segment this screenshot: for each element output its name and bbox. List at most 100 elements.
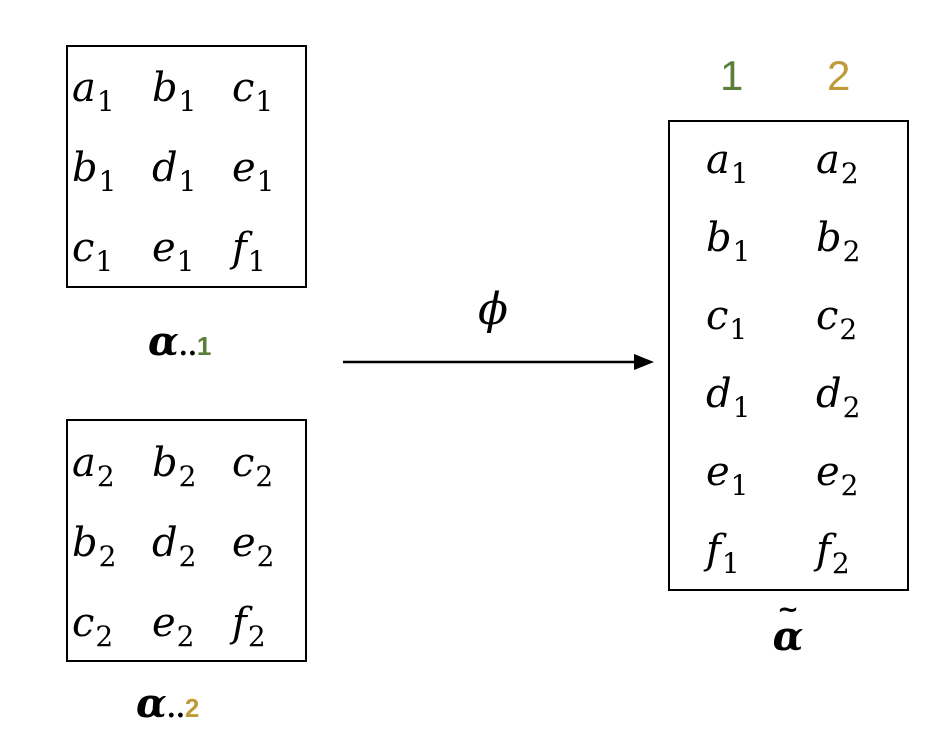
matrix-1-cell: f1 xyxy=(232,225,266,276)
cell-subscript: 2 xyxy=(256,540,275,573)
cell-subscript: 2 xyxy=(96,460,115,493)
matrix-1-cell: b1 xyxy=(152,65,196,116)
matrix-2-box xyxy=(66,419,307,662)
cell-variable: f xyxy=(232,225,247,271)
cell-variable: d xyxy=(152,145,178,191)
label-dots: .. xyxy=(178,332,197,362)
cell-subscript: 1 xyxy=(732,235,751,268)
cell-subscript: 1 xyxy=(247,245,266,278)
cell-subscript: 2 xyxy=(840,469,859,502)
cell-variable: a xyxy=(72,440,96,486)
cell-variable: a xyxy=(72,65,96,111)
cell-variable: b xyxy=(152,65,178,111)
cell-variable: e xyxy=(152,600,176,646)
matrix-2-cell: f2 xyxy=(232,600,266,651)
cell-subscript: 1 xyxy=(178,165,197,198)
cell-subscript: 1 xyxy=(256,165,275,198)
cell-variable: c xyxy=(72,225,95,271)
cell-subscript: 1 xyxy=(96,85,115,118)
result-cell: d1 xyxy=(706,371,750,422)
cell-subscript: 1 xyxy=(176,245,195,278)
cell-variable: e xyxy=(232,520,256,566)
cell-subscript: 2 xyxy=(176,620,195,653)
result-cell: c2 xyxy=(816,296,857,344)
cell-subscript: 2 xyxy=(840,157,859,190)
matrix-2-cell: c2 xyxy=(72,600,113,651)
cell-variable: e xyxy=(816,449,840,495)
cell-variable: d xyxy=(816,371,842,417)
matrix-2-cell: b2 xyxy=(72,520,116,571)
result-cell: e1 xyxy=(706,449,749,500)
cell-variable: e xyxy=(152,225,176,271)
cell-variable: b xyxy=(152,440,178,486)
cell-variable: d xyxy=(706,371,732,417)
cell-subscript: 2 xyxy=(178,540,197,573)
cell-variable: f xyxy=(816,527,831,573)
tilde-symbol: ~ xyxy=(777,595,799,625)
cell-subscript: 1 xyxy=(721,547,740,580)
result-cell: c1 xyxy=(706,293,747,344)
cell-variable: b xyxy=(706,215,732,261)
result-cell: b2 xyxy=(816,215,860,266)
matrix-2-cell: d2 xyxy=(152,520,196,571)
cell-subscript: 1 xyxy=(729,313,748,346)
cell-variable: f xyxy=(706,527,721,573)
cell-variable: e xyxy=(232,145,256,191)
cell-subscript: 2 xyxy=(842,235,861,268)
result-cell: e2 xyxy=(816,449,859,500)
cell-subscript: 2 xyxy=(831,547,850,580)
alpha-symbol: α xyxy=(136,680,167,727)
matrix-2-label: α..2 xyxy=(136,684,199,724)
cell-subscript: 2 xyxy=(842,391,861,424)
cell-variable: d xyxy=(152,520,178,566)
matrix-2-cell: b2 xyxy=(152,440,196,491)
cell-variable: a xyxy=(706,137,730,183)
column-header-2: 2 xyxy=(827,52,851,99)
cell-subscript: 2 xyxy=(839,313,858,346)
cell-subscript: 2 xyxy=(255,460,274,493)
matrix-1-cell: c1 xyxy=(232,65,273,116)
result-box xyxy=(668,120,909,591)
cell-subscript: 2 xyxy=(95,620,114,653)
cell-variable: c xyxy=(72,600,95,646)
label-index: 1 xyxy=(196,331,212,361)
cell-subscript: 1 xyxy=(98,165,117,198)
matrix-1-cell: c1 xyxy=(72,225,113,276)
cell-subscript: 1 xyxy=(178,85,197,118)
cell-variable: f xyxy=(232,600,247,646)
cell-variable: b xyxy=(816,215,842,261)
result-cell: f1 xyxy=(706,527,740,578)
matrix-2-cell: a2 xyxy=(72,440,115,491)
matrix-2-cell: e2 xyxy=(232,520,275,571)
cell-variable: b xyxy=(72,145,98,191)
matrix-1-label: α..1 xyxy=(148,322,211,362)
cell-variable: c xyxy=(232,65,255,111)
cell-subscript: 2 xyxy=(247,620,266,653)
label-index: 2 xyxy=(184,693,200,723)
matrix-1-cell: e1 xyxy=(232,145,275,196)
cell-subscript: 1 xyxy=(730,469,749,502)
phi-label: ϕ xyxy=(478,284,508,335)
matrix-1-cell: b1 xyxy=(72,145,116,196)
cell-subscript: 2 xyxy=(178,460,197,493)
result-label: ~ α xyxy=(768,595,808,660)
result-cell: d2 xyxy=(816,371,860,422)
alpha-symbol: α xyxy=(772,613,804,660)
matrix-2-cell: e2 xyxy=(152,600,195,651)
matrix-1-box xyxy=(66,45,307,288)
cell-subscript: 1 xyxy=(255,85,274,118)
cell-subscript: 1 xyxy=(730,157,749,190)
cell-subscript: 1 xyxy=(95,245,114,278)
column-header-1: 1 xyxy=(720,52,744,99)
matrix-1-cell: d1 xyxy=(152,145,196,196)
cell-variable: b xyxy=(72,520,98,566)
cell-variable: c xyxy=(232,440,255,486)
result-cell: a1 xyxy=(706,137,749,188)
alpha-symbol: α xyxy=(148,318,179,365)
result-cell: b1 xyxy=(706,215,750,266)
cell-subscript: 2 xyxy=(98,540,117,573)
cell-variable: e xyxy=(706,449,730,495)
label-dots: .. xyxy=(166,694,185,724)
cell-variable: c xyxy=(706,293,729,339)
matrix-2-cell: c2 xyxy=(232,440,273,491)
